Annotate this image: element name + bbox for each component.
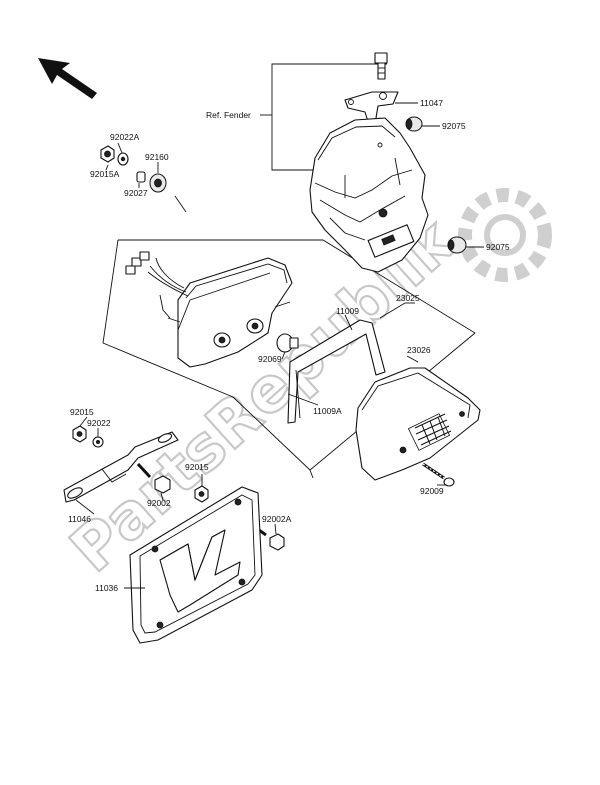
watermark: PartsRepublik bbox=[55, 188, 552, 587]
bulb-92069 bbox=[276, 333, 299, 353]
screw-92009 bbox=[422, 462, 455, 487]
rubber-grommet-92075-upper bbox=[405, 116, 423, 132]
label-11009: 11009 bbox=[336, 306, 359, 316]
bracket-11047 bbox=[344, 91, 399, 129]
label-23026: 23026 bbox=[407, 345, 431, 355]
washer-92022A bbox=[117, 152, 129, 166]
bolt-top bbox=[374, 52, 388, 80]
leader-lines bbox=[75, 102, 484, 589]
assembly-frame bbox=[102, 239, 476, 479]
collar-92027 bbox=[136, 171, 146, 183]
label-92002A: 92002A bbox=[262, 514, 292, 524]
tail-lamp-housing bbox=[167, 257, 293, 368]
label-92015-lower: 92015 bbox=[185, 462, 209, 472]
watermark-gear-icon bbox=[458, 188, 552, 282]
gasket-11009 bbox=[287, 319, 386, 424]
nut-92015-lower bbox=[194, 485, 209, 503]
label-92075-lower: 92075 bbox=[486, 242, 510, 252]
leader-small-parts bbox=[174, 195, 187, 213]
label-11009A: 11009A bbox=[313, 406, 342, 416]
nut-92015A bbox=[100, 145, 115, 163]
grommet-92160 bbox=[149, 173, 167, 193]
label-ref-fender: Ref. Fender bbox=[206, 110, 251, 120]
label-92015-upper: 92015 bbox=[70, 407, 94, 417]
license-plate-holder-11036 bbox=[129, 486, 263, 644]
lens-reflector-grid bbox=[407, 413, 452, 451]
bolt-92002 bbox=[136, 462, 171, 494]
part-labels: Ref. Fender 11047 92075 92075 92022A 920… bbox=[68, 98, 510, 593]
label-92160: 92160 bbox=[145, 152, 169, 162]
label-11046: 11046 bbox=[68, 514, 91, 524]
label-11036: 11036 bbox=[95, 583, 118, 593]
label-92022: 92022 bbox=[87, 418, 111, 428]
label-92069: 92069 bbox=[258, 354, 282, 364]
lens-23026 bbox=[355, 367, 481, 481]
label-92009: 92009 bbox=[420, 486, 444, 496]
ref-fender-leader bbox=[260, 63, 387, 171]
label-92015A: 92015A bbox=[90, 169, 120, 179]
label-11047: 11047 bbox=[420, 98, 443, 108]
rear-fender-housing bbox=[309, 117, 429, 273]
washer-92022 bbox=[92, 436, 104, 448]
label-23025: 23025 bbox=[396, 293, 420, 303]
label-92027: 92027 bbox=[124, 188, 148, 198]
rubber-grommet-92075-lower bbox=[447, 236, 467, 254]
label-92075-upper: 92075 bbox=[442, 121, 466, 131]
license-bracket-11046 bbox=[63, 431, 179, 503]
nut-92015-upper bbox=[72, 425, 87, 443]
tail-lamp-wires bbox=[125, 251, 189, 319]
label-92002: 92002 bbox=[147, 498, 171, 508]
label-92022A: 92022A bbox=[110, 132, 140, 142]
front-arrow-icon bbox=[38, 58, 97, 99]
